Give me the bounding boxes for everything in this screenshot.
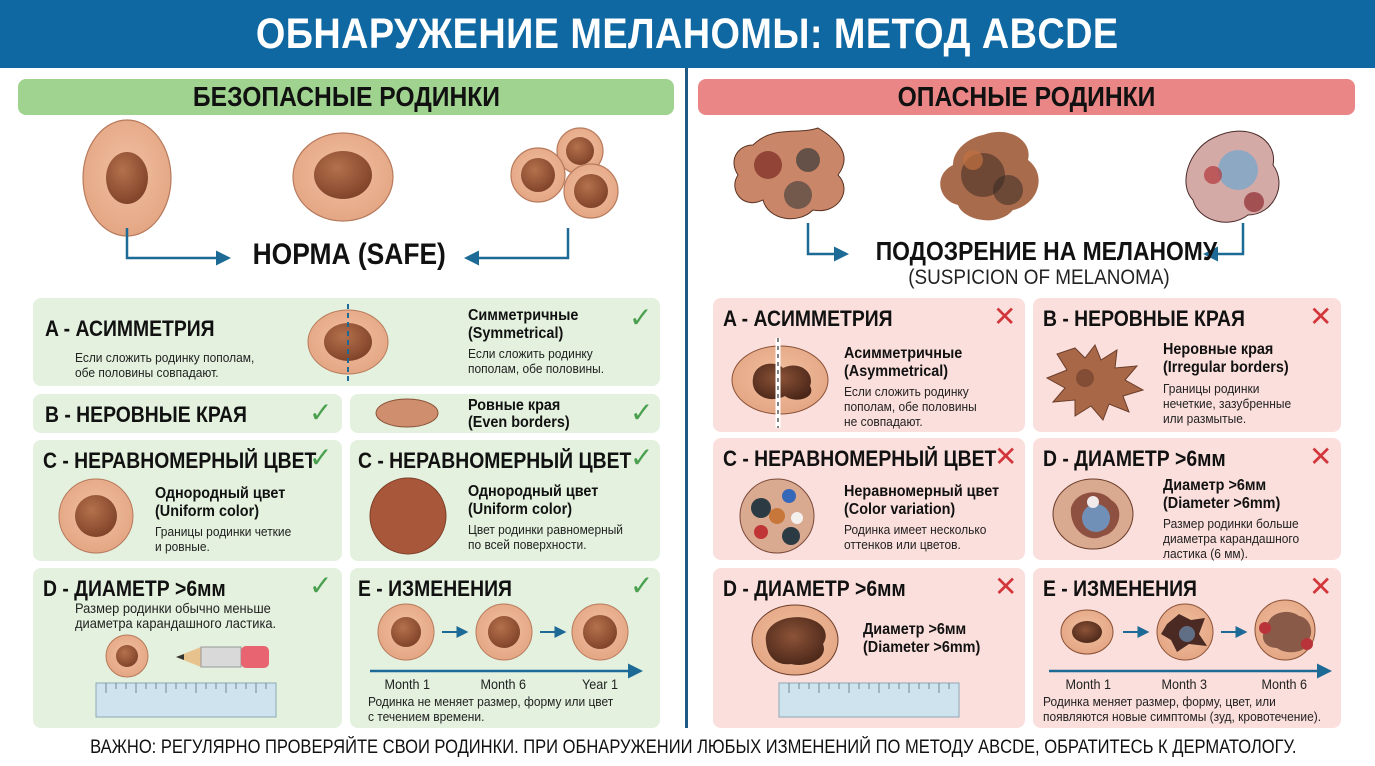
footer-warning: ВАЖНО: РЕГУЛЯРНО ПРОВЕРЯЙТЕ СВОИ РОДИНКИ… <box>90 737 1297 758</box>
check-icon: ✓ <box>630 397 654 428</box>
cross-icon: ✕ <box>994 441 1018 472</box>
check-icon: ✓ <box>309 442 333 473</box>
check-icon: ✓ <box>630 570 654 601</box>
danger-card-asymmetry: A - АСИММЕТРИЯ ✕ Асимметричные (Asymmetr… <box>713 298 1025 432</box>
danger-card-borders: B - НЕРОВНЫЕ КРАЯ ✕ Неровные края (Irreg… <box>1033 298 1341 432</box>
large-dark-mole-icon <box>751 604 839 676</box>
ruler-icon <box>95 682 277 718</box>
even-border-mole-icon <box>375 398 439 428</box>
uniform-brown-mole-icon <box>369 477 447 555</box>
uniform-color-mole-icon <box>58 478 134 554</box>
cross-icon: ✕ <box>1309 571 1333 602</box>
safe-moles-illustration <box>82 119 619 266</box>
safe-card-color-1: C - НЕРАВНОМЕРНЫЙ ЦВЕТ ✓ Однородный цвет… <box>33 440 342 561</box>
multicolor-mole-icon <box>739 478 815 554</box>
safe-card-evolution: E - ИЗМЕНЕНИЯ ✓ Month 1 Month 6 Year 1 Р… <box>350 568 660 728</box>
pencil-eraser-icon <box>176 646 269 668</box>
irregular-border-mole-icon <box>1045 343 1145 421</box>
asymmetric-mole-icon <box>731 338 829 428</box>
ruler-icon <box>778 682 960 718</box>
safe-card-asymmetry: A - АСИММЕТРИЯ Если сложить родинку попо… <box>33 298 660 386</box>
page-title: ОБНАРУЖЕНИЕ МЕЛАНОМЫ: МЕТОД ABCDE <box>256 9 1119 58</box>
safe-card-borders: B - НЕРОВНЫЕ КРАЯ ✓ <box>33 394 342 433</box>
danger-card-diameter-2: D - ДИАМЕТР >6мм ✕ Диаметр >6мм (Diamete… <box>713 568 1025 728</box>
column-divider <box>685 68 688 728</box>
stable-mole-timeline <box>370 603 643 679</box>
safe-card-even-borders: Ровные края (Even borders) ✓ <box>350 394 660 433</box>
safe-moles-banner: БЕЗОПАСНЫЕ РОДИНКИ <box>18 79 674 115</box>
check-icon: ✓ <box>630 442 654 473</box>
safe-verdict: НОРМА (SAFE) <box>252 238 446 271</box>
safe-card-diameter: D - ДИАМЕТР >6мм ✓ Размер родинки обычно… <box>33 568 342 728</box>
dangerous-moles-banner: ОПАСНЫЕ РОДИНКИ <box>698 79 1355 115</box>
small-mole-icon <box>105 634 149 678</box>
cross-icon: ✕ <box>1309 301 1333 332</box>
danger-verdict: ПОДОЗРЕНИЕ НА МЕЛАНОМУ <box>875 236 1218 266</box>
safe-card-color-2: C - НЕРАВНОМЕРНЫЙ ЦВЕТ ✓ Однородный цвет… <box>350 440 660 561</box>
danger-card-color: C - НЕРАВНОМЕРНЫЙ ЦВЕТ ✕ Неравномерный ц… <box>713 438 1025 560</box>
dangerous-moles-illustration <box>733 127 1280 262</box>
cross-icon: ✕ <box>994 571 1018 602</box>
danger-verdict-subtitle: (SUSPICION OF MELANOMA) <box>908 266 1170 289</box>
check-icon: ✓ <box>629 302 653 333</box>
cross-icon: ✕ <box>993 301 1017 332</box>
page-header: ОБНАРУЖЕНИЕ МЕЛАНОМЫ: МЕТОД ABCDE <box>0 0 1375 68</box>
check-icon: ✓ <box>309 397 333 428</box>
check-icon: ✓ <box>309 570 333 601</box>
cross-icon: ✕ <box>1309 441 1333 472</box>
danger-card-evolution: E - ИЗМЕНЕНИЯ ✕ Month 1 Month 3 Month 6 … <box>1033 568 1341 728</box>
changing-mole-timeline <box>1049 599 1332 679</box>
danger-card-diameter-1: D - ДИАМЕТР >6мм ✕ Диаметр >6мм (Diamete… <box>1033 438 1341 561</box>
symmetric-mole-icon <box>307 304 389 384</box>
large-mole-icon <box>1052 478 1134 550</box>
